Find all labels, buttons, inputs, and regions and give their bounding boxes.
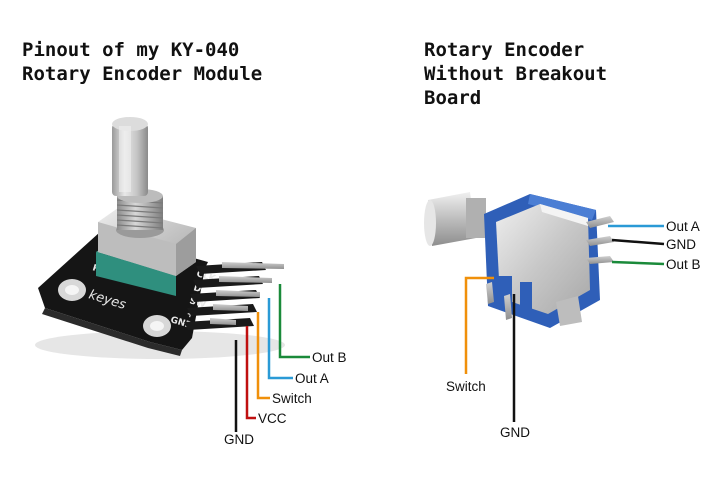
- bare-label-out-b: Out B: [666, 257, 701, 272]
- bare-label-gnd-bottom: GND: [500, 425, 530, 440]
- label-out-b: Out B: [312, 350, 347, 365]
- label-gnd: GND: [224, 432, 254, 447]
- label-vcc: VCC: [258, 411, 287, 426]
- bare-wire-switch: [464, 276, 494, 374]
- bare-encoder: Out A GND Out B Switch GND: [424, 192, 701, 440]
- silk-d: D: [192, 283, 202, 295]
- wire-switch: [256, 312, 270, 400]
- bare-metal-cover: [496, 204, 590, 314]
- ky040-module: keyes ROT SW CLK D SW + GND: [35, 117, 347, 447]
- header-pins: [184, 262, 284, 330]
- bare-wire-out-b: [611, 260, 665, 266]
- label-out-a: Out A: [295, 371, 329, 386]
- encoder-green-base: [96, 252, 176, 296]
- bare-label-out-a: Out A: [666, 219, 700, 234]
- right-title: Rotary Encoder Without Breakout Board: [424, 39, 608, 109]
- silk-plus: +: [185, 309, 195, 321]
- bare-shaft: [428, 192, 476, 246]
- bare-label-gnd: GND: [666, 237, 696, 252]
- bare-label-switch: Switch: [446, 379, 486, 394]
- wire-out-b: [278, 284, 310, 359]
- bare-pins: [486, 216, 614, 320]
- label-switch: Switch: [272, 391, 312, 406]
- wire-vcc: [245, 326, 256, 420]
- wire-out-a: [267, 298, 293, 380]
- left-title: Pinout of my KY-040 Rotary Encoder Modul…: [22, 39, 263, 85]
- bare-wire-gnd: [611, 238, 665, 246]
